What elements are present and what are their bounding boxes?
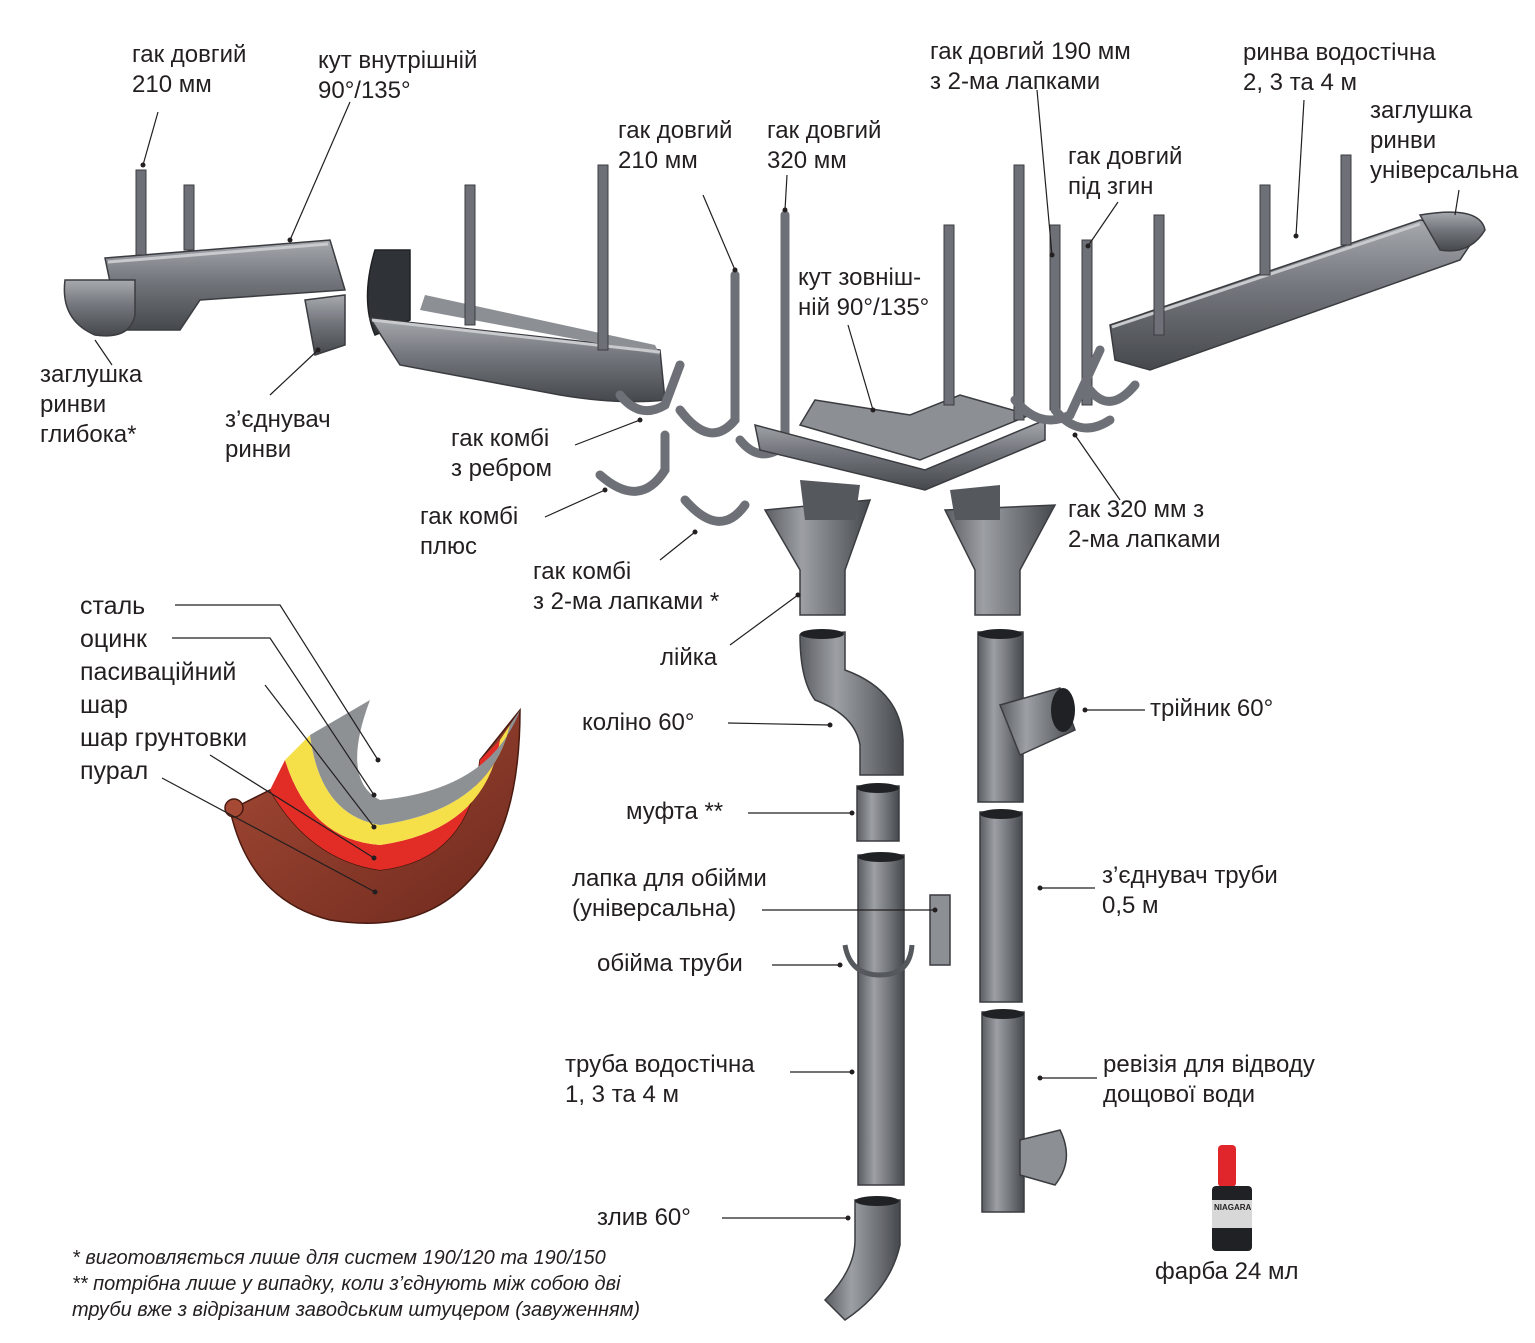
label-drain-outlet: злив 60° bbox=[597, 1204, 691, 1231]
label-hook-320-2tabs: гак 320 мм з 2-ма лапками bbox=[1068, 496, 1221, 553]
label-hook-long-320: гак довгий 320 мм bbox=[767, 117, 882, 174]
outlet-right-shape bbox=[943, 485, 1057, 616]
label-hook-long-210-mid: гак довгий 210 мм bbox=[618, 117, 733, 174]
paint-brand-logo: NIAGARA bbox=[1214, 1203, 1252, 1212]
hanger-rods-left bbox=[135, 164, 609, 351]
label-inner-corner: кут внутрішній 90°/135° bbox=[318, 47, 478, 104]
gutter-connector-shape bbox=[304, 294, 346, 356]
label-end-cap-deep: заглушка ринви глибока* bbox=[40, 361, 143, 448]
label-bracket-tab: лапка для обійми (універсальна) bbox=[572, 865, 767, 922]
hooks-right bbox=[1010, 345, 1140, 433]
footnote-2: ** потрібна лише у випадку, коли з’єдную… bbox=[72, 1273, 621, 1295]
layer-cross-section bbox=[224, 700, 521, 924]
footnote-1: * виготовляється лише для систем 190/120… bbox=[72, 1247, 606, 1269]
label-outer-corner: кут зовніш- ній 90°/135° bbox=[798, 264, 930, 321]
label-coupling: муфта ** bbox=[626, 798, 724, 825]
footnote-3: труби вже з відрізаним заводським штуцер… bbox=[72, 1299, 641, 1321]
label-elbow: коліно 60° bbox=[582, 709, 695, 736]
downpipe-shape bbox=[857, 852, 905, 1186]
label-outlet: лійка bbox=[660, 644, 718, 671]
tee-60-shape bbox=[977, 629, 1076, 803]
label-hook-combi-rib: гак комбі з ребром bbox=[451, 425, 553, 482]
layer-label-steel: сталь bbox=[80, 592, 146, 620]
elbow-60-shape bbox=[799, 629, 904, 776]
layer-label-pural: пурал bbox=[80, 757, 149, 785]
label-paint: фарба 24 мл bbox=[1155, 1258, 1299, 1285]
paint-bottle-shape bbox=[1212, 1145, 1252, 1251]
inspection-shape bbox=[981, 1009, 1068, 1213]
label-inspection: ревізія для відводу дощової води bbox=[1103, 1051, 1315, 1108]
hanger-rods-right bbox=[1153, 154, 1352, 336]
layer-label-passivation: пасиваційний bbox=[80, 658, 237, 686]
layer-label-primer: шар грунтовки bbox=[80, 724, 248, 752]
label-hook-long-bend: гак довгий під згин bbox=[1068, 143, 1183, 200]
universal-end-cap-shape bbox=[1418, 211, 1486, 252]
label-gutter-connector: з’єднувач ринви bbox=[225, 406, 331, 463]
leader-dots bbox=[140, 162, 1299, 1221]
label-hook-long-210-left: гак довгий 210 мм bbox=[132, 41, 247, 98]
label-hook-combi-2tabs: гак комбі з 2-ма лапками * bbox=[533, 558, 720, 615]
label-tee: трійник 60° bbox=[1150, 695, 1274, 722]
label-end-cap-universal: заглушка ринви універсальна bbox=[1370, 97, 1519, 184]
layer-label-passivation-2: шар bbox=[80, 691, 128, 719]
layer-label-zinc: оцинк bbox=[80, 625, 147, 653]
hanger-rods-mid bbox=[943, 164, 1093, 421]
gutter-left-run bbox=[63, 239, 666, 403]
pipe-connector-shape bbox=[979, 809, 1023, 1003]
label-hook-long-190-2tabs: гак довгий 190 мм з 2-ма лапками bbox=[930, 38, 1131, 95]
outer-corner-shape bbox=[754, 394, 1046, 491]
label-hook-combi-plus: гак комбі плюс bbox=[420, 503, 519, 560]
label-gutter: ринва водостічна 2, 3 та 4 м bbox=[1243, 39, 1436, 96]
leader-lines bbox=[94, 89, 1460, 1219]
deep-end-cap-shape bbox=[63, 279, 136, 337]
label-pipe-connector: з’єднувач труби 0,5 м bbox=[1102, 862, 1278, 919]
outlet-left-shape bbox=[763, 480, 872, 616]
label-pipe-clamp: обійма труби bbox=[597, 950, 743, 977]
label-downpipe: труба водостічна 1, 3 та 4 м bbox=[565, 1051, 755, 1108]
drain-outlet-shape bbox=[823, 1196, 901, 1321]
coupling-shape bbox=[856, 783, 900, 842]
